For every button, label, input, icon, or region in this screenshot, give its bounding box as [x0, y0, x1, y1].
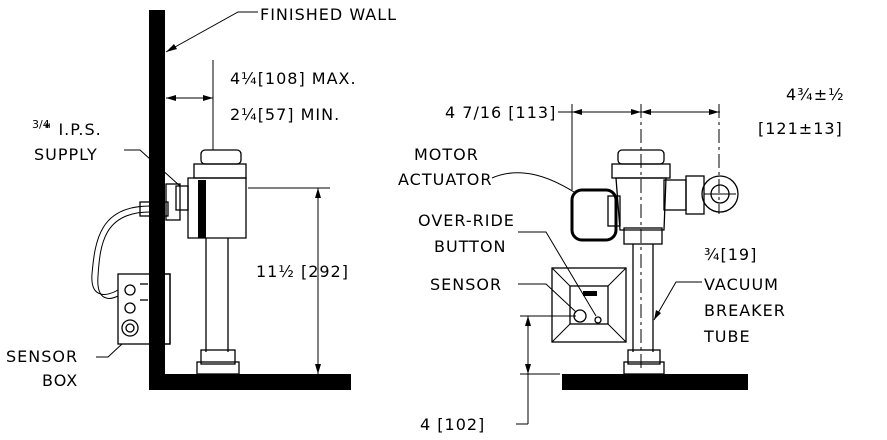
- motor-leader: [491, 172, 575, 193]
- sensor-box-label-1: SENSOR: [6, 347, 78, 366]
- sensor-box-leader: [96, 343, 123, 358]
- ips-label: " I.P.S.: [44, 120, 102, 139]
- width-dimension-label: 4 7/16 [113]: [445, 103, 556, 122]
- sensor-plate: [551, 267, 627, 343]
- finished-wall-label: FINISHED WALL: [260, 5, 397, 24]
- finished-wall: [149, 10, 165, 390]
- min-dimension-label: 2¼[57] MIN.: [230, 105, 340, 124]
- supply-leader: [124, 149, 181, 187]
- vb-leader: [653, 281, 702, 321]
- motor-actuator: [570, 188, 618, 242]
- offset-dimension-label-1: 4¾±½: [786, 85, 845, 104]
- offset-dimension-label-2: [121±13]: [758, 119, 843, 138]
- vb-label-2: BREAKER: [704, 301, 786, 320]
- sensor-label: SENSOR: [430, 275, 502, 294]
- vb-label-1: VACUUM: [704, 275, 779, 294]
- flush-valve-front: [607, 149, 739, 375]
- ips-fraction: 3/4: [32, 118, 50, 131]
- sensor-box: [117, 273, 171, 345]
- vb-label-3: TUBE: [703, 327, 751, 346]
- vb-dimension-label: ¾[19]: [704, 245, 757, 264]
- flush-valve-side: [175, 149, 247, 375]
- supply-label: SUPPLY: [34, 145, 98, 164]
- motor-label-2: ACTUATOR: [398, 170, 493, 189]
- motor-label-1: MOTOR: [414, 145, 479, 164]
- sensor-box-label-2: BOX: [42, 371, 78, 390]
- override-leader: [518, 231, 597, 317]
- finished-wall-leader: [165, 11, 258, 53]
- floor-left: [149, 374, 351, 390]
- override-label-2: BUTTON: [434, 237, 507, 256]
- floor-dimension-label: 4 [102]: [420, 415, 485, 434]
- override-label-1: OVER-RIDE: [418, 211, 515, 230]
- max-dimension-label: 4¼[108] MAX.: [230, 69, 357, 88]
- sensor-leader: [518, 283, 577, 313]
- floor-right: [562, 374, 748, 390]
- height-dimension-label: 11½ [292]: [256, 262, 349, 281]
- sensor-cable: [91, 205, 151, 295]
